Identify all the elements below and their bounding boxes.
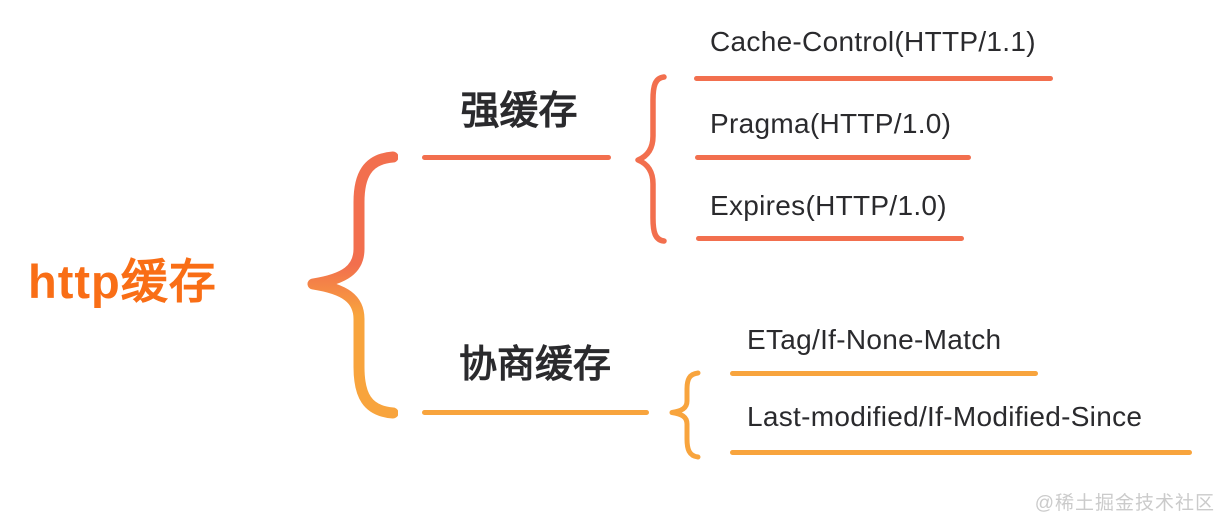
leaf-label-expires: Expires(HTTP/1.0) <box>710 190 947 221</box>
leaf-label-pragma: Pragma(HTTP/1.0) <box>710 108 952 139</box>
watermark-text: @稀土掘金技术社区 <box>1034 493 1215 514</box>
leaf-underline-cache-control <box>694 76 1053 81</box>
branch-underline-negotiated-cache <box>422 410 649 415</box>
branch-label-negotiated-cache: 协商缓存 <box>458 344 611 386</box>
leaf-underline-last-modified <box>730 450 1192 455</box>
root-brace-path <box>307 151 398 419</box>
leaf-label-cache-control: Cache-Control(HTTP/1.1) <box>710 26 1036 57</box>
leaf-underline-expires <box>696 236 964 241</box>
strong-cache-brace-path <box>635 74 667 244</box>
leaf-underline-etag <box>730 371 1038 376</box>
negotiated-cache-brace-path <box>669 370 701 460</box>
leaf-label-etag: ETag/If-None-Match <box>747 324 1002 355</box>
root-brace <box>307 151 398 419</box>
branch-underline-strong-cache <box>422 155 611 160</box>
leaf-underline-pragma <box>695 155 971 160</box>
branch-label-strong-cache: 强缓存 <box>460 90 578 133</box>
leaf-label-last-modified: Last-modified/If-Modified-Since <box>747 401 1143 432</box>
root-node-label: http缓存 <box>28 255 217 308</box>
strong-cache-brace <box>635 74 667 244</box>
negotiated-cache-brace <box>669 370 701 460</box>
